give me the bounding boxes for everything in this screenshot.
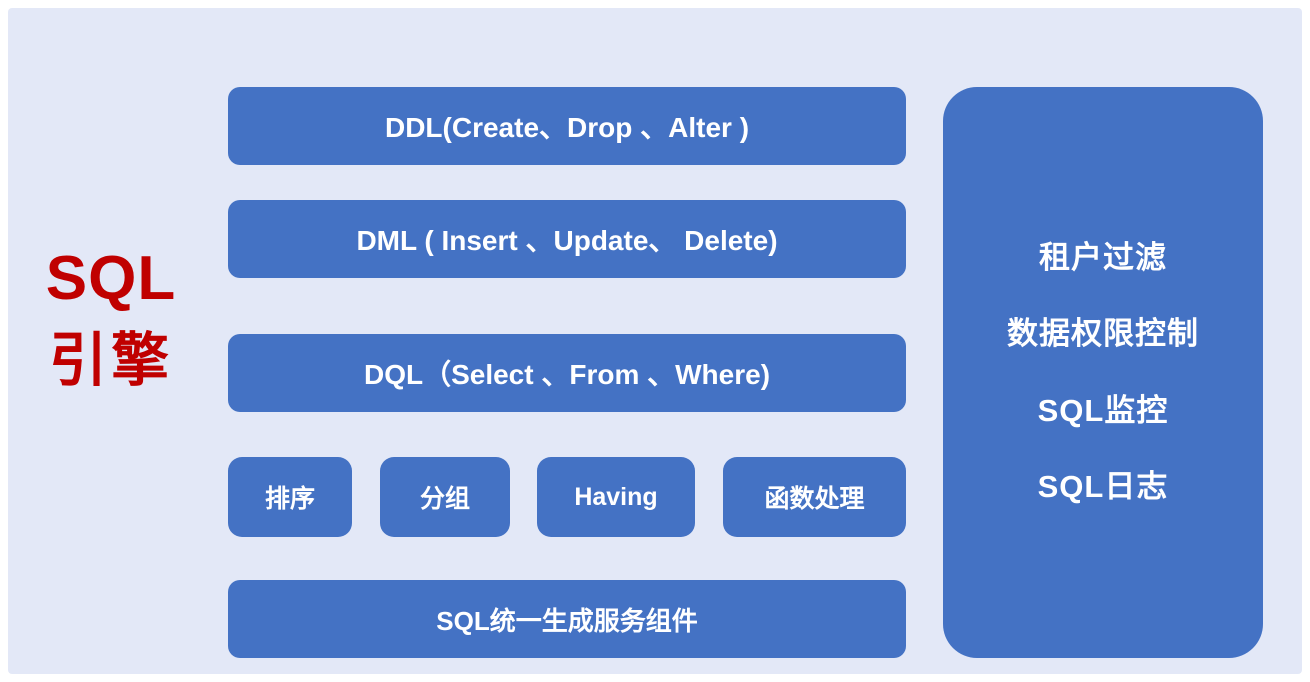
sql-engine-title: SQL 引擎 [16,248,206,390]
side-item-sql-log: SQL日志 [1037,468,1169,504]
box-having: Having [537,457,695,537]
box-having-label: Having [574,482,658,511]
box-sort-label: 排序 [264,485,315,513]
box-sql-unified-generation-service: SQL统一生成服务组件 [228,580,906,658]
side-item-tenant-filter: 租户过滤 [1039,240,1167,276]
sql-engine-title-line2: 引擎 [48,328,173,393]
side-panel: 租户过滤 数据权限控制 SQL监控 SQL日志 [943,87,1263,658]
box-dql-label: DQL（Select 、From 、Where) [363,359,771,390]
box-ddl: DDL(Create、Drop 、Alter ) [228,87,906,165]
box-sql-unified-generation-service-label: SQL统一生成服务组件 [436,605,698,636]
side-item-data-permission: 数据权限控制 [1007,316,1199,352]
box-group: 分组 [380,457,510,537]
box-dml-label: DML ( Insert 、Update、 Delete) [356,225,778,256]
box-dql: DQL（Select 、From 、Where) [228,334,906,412]
side-item-sql-monitor: SQL监控 [1037,392,1169,428]
box-function-processing-label: 函数处理 [764,485,865,513]
box-ddl-label: DDL(Create、Drop 、Alter ) [384,112,750,143]
box-dml: DML ( Insert 、Update、 Delete) [228,200,906,278]
box-function-processing: 函数处理 [723,457,906,537]
box-group-label: 分组 [419,485,470,513]
sql-engine-title-line1: SQL [45,244,177,313]
box-sort: 排序 [228,457,352,537]
